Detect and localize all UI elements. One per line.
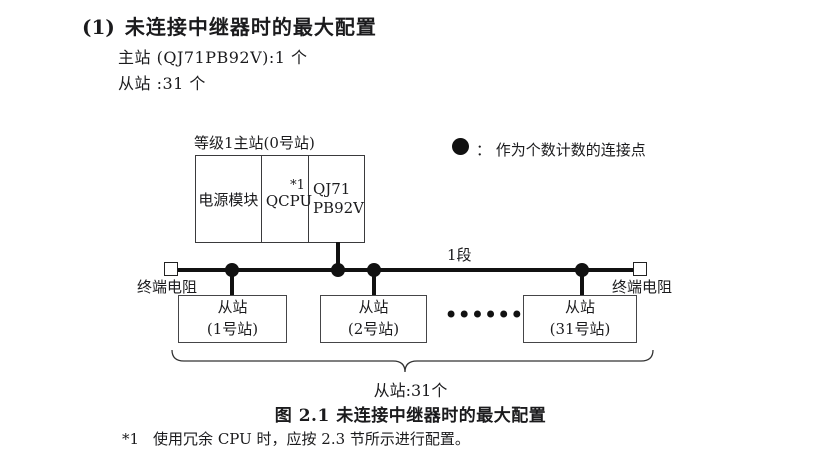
master-station-box: 电源模块 *1 QCPU QJ71 PB92V <box>195 155 365 243</box>
qj71pb92v-line2: PB92V <box>312 199 364 217</box>
section-heading: (1) 未连接中继器时的最大配置 <box>82 11 377 40</box>
slave-name: 从站 <box>217 298 248 317</box>
master-count-line: 主站 (QJ71PB92V):1 个 <box>118 48 308 67</box>
slave-count-line: 从站 :31 个 <box>118 74 206 93</box>
slave-station: (31号站) <box>549 320 611 338</box>
legend-text: ： 作为个数计数的连接点 <box>476 141 646 159</box>
terminator-resistor-right-icon <box>633 262 647 276</box>
drop-line-slave1 <box>230 270 234 296</box>
slave-box-1: 从站 (1号站) <box>178 295 287 343</box>
drop-line-master <box>336 242 340 270</box>
footnote-text: 使用冗余 CPU 时，应按 2.3 节所示进行配置。 <box>153 430 470 448</box>
bus-line <box>177 268 636 272</box>
terminator-resistor-left-icon <box>164 262 178 276</box>
slave-station: (2号站) <box>347 320 400 338</box>
section-index: (1) <box>82 15 115 39</box>
brace-label: 从站:31个 <box>373 381 448 400</box>
connection-dot-master <box>331 263 345 277</box>
drop-line-slave2 <box>372 270 376 296</box>
drop-line-slave31 <box>580 270 584 296</box>
qcpu-footnote-ref: *1 <box>290 178 305 193</box>
qj71pb92v-cell: QJ71 PB92V <box>309 156 364 242</box>
slave-box-2: 从站 (2号站) <box>320 295 427 343</box>
terminator-left-label: 终端电阻 <box>137 278 198 296</box>
footnote-marker: *1 <box>122 430 140 448</box>
qj71pb92v-line1: QJ71 <box>312 179 351 198</box>
slave-name: 从站 <box>564 298 595 317</box>
slave-name: 从站 <box>358 298 389 317</box>
connection-point-icon <box>452 138 469 155</box>
slave-box-31: 从站 (31号站) <box>523 295 637 343</box>
qcpu-cell: *1 QCPU <box>262 156 313 242</box>
qcpu-label: QCPU <box>265 192 313 210</box>
power-module-cell: 电源模块 <box>196 156 262 242</box>
section-title: 未连接中继器时的最大配置 <box>124 15 377 39</box>
footnote: *1 使用冗余 CPU 时，应按 2.3 节所示进行配置。 <box>122 428 470 449</box>
terminator-right-label: 终端电阻 <box>612 278 673 296</box>
slave-count-brace <box>171 349 654 373</box>
ellipsis-dots: •••••• <box>444 301 524 329</box>
segment-label: 1段 <box>447 246 472 264</box>
figure-caption: 图 2.1 未连接中继器时的最大配置 <box>274 406 547 426</box>
master-station-label: 等级1主站(0号站) <box>194 134 315 152</box>
slave-station: (1号站) <box>206 320 259 338</box>
